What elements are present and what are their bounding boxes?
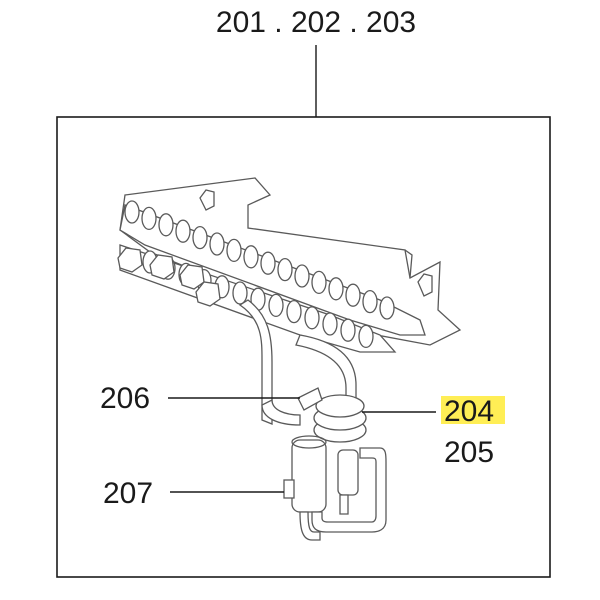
coil-loop [322, 312, 338, 336]
coil-loop [304, 306, 320, 330]
coil-loop [358, 324, 374, 349]
callout-204-label: 204 [444, 395, 494, 428]
bracket-notch [404, 249, 413, 279]
coil-loop [294, 264, 310, 288]
coil-loop [141, 206, 157, 231]
coil-loop [158, 213, 174, 237]
hex-fittings [117, 247, 221, 307]
diagram-frame [56, 116, 551, 578]
coil-loop [260, 251, 276, 275]
coil-loop [192, 225, 208, 250]
bracket-tab-left [199, 189, 215, 211]
bracket-tab-right [417, 273, 433, 297]
coil-loop [175, 219, 191, 243]
coil-loop [209, 232, 225, 256]
callout-206: 206 [100, 382, 300, 415]
coil-loop [328, 277, 344, 301]
accumulator [297, 387, 367, 443]
callout-204-highlight [441, 396, 505, 424]
callout-206-label: 206 [100, 382, 150, 415]
coil-loop [345, 283, 361, 307]
filter-drier [283, 435, 327, 513]
callout-207: 207 [103, 477, 284, 510]
coil-loop [124, 200, 140, 224]
assembly-label: 201 . 202 . 203 [216, 6, 416, 39]
callout-204-205: 204 205 [362, 395, 505, 469]
coil-loop [277, 257, 293, 282]
coil-loop [226, 238, 242, 263]
coil-loop [268, 293, 284, 318]
coil-loop [340, 318, 356, 342]
coil-loop [362, 289, 378, 314]
callout-207-label: 207 [103, 477, 153, 510]
coil-loop [311, 270, 327, 295]
coil-loop [286, 299, 302, 324]
suction-pipes [238, 299, 357, 426]
coil-loop [379, 296, 395, 320]
capillary-tubes [299, 447, 387, 541]
coil-loop [243, 245, 259, 269]
coil-upper-row [119, 200, 426, 336]
coil-loop [232, 281, 248, 305]
evaporator-illustration [117, 177, 462, 541]
callout-205-label: 205 [444, 436, 494, 469]
